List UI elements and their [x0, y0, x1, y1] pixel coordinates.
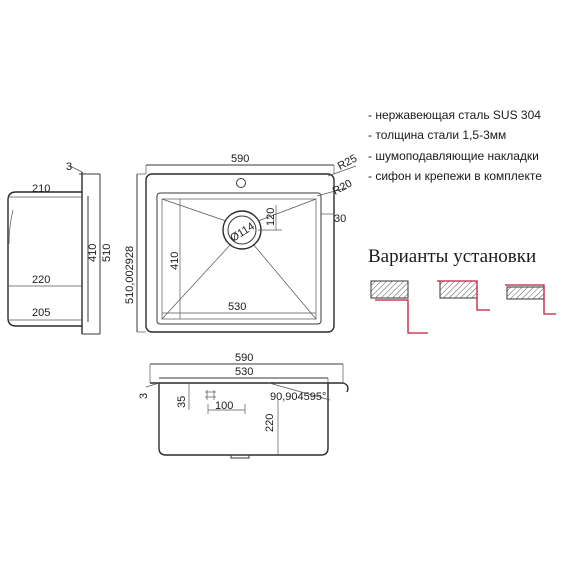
top-dim-510: 510,002928	[124, 246, 136, 304]
side-dim-510: 510	[101, 244, 113, 262]
feature-item: - нержавеющая сталь SUS 304	[368, 108, 541, 122]
feature-item: - шумоподавляющие накладки	[368, 149, 539, 163]
side-view: 3 210 220 205 410 510	[7, 161, 113, 335]
side-bowl-outline	[7, 191, 82, 327]
install-variant-2-sink-profile	[437, 280, 490, 311]
top-diag-tl	[161, 198, 227, 222]
top-dim-30: 30	[334, 213, 346, 225]
install-variant-3	[505, 284, 556, 315]
front-view: 590 530 3 35 100 90,904595° 220	[138, 352, 349, 459]
top-outer-rim	[145, 173, 335, 333]
install-variants-title: Варианты установки	[368, 246, 536, 267]
drain-inner-circle	[227, 215, 257, 245]
top-diag-tr	[257, 198, 317, 222]
front-dim-3: 3	[138, 393, 150, 399]
side-dim-220: 220	[32, 274, 50, 286]
side-dim-3: 3	[66, 161, 72, 173]
top-inner-bowl	[156, 192, 322, 325]
front-dim-530: 530	[235, 366, 253, 378]
feature-item: - толщина стали 1,5-3мм	[368, 128, 506, 142]
side-bowl-curve	[8, 209, 14, 245]
top-dim-590: 590	[231, 153, 249, 165]
countertop-hatch	[370, 280, 409, 299]
top-dim-d114: Ø114	[228, 221, 256, 245]
top-r20-leader	[316, 187, 347, 197]
top-diag-bl	[161, 243, 232, 320]
front-drain-outlet	[230, 454, 250, 459]
countertop-hatch	[439, 280, 478, 299]
top-view: 590 R25 R20 30 120 Ø114 410 530 510,0029…	[124, 153, 359, 333]
front-dim-angle: 90,904595°	[270, 391, 326, 403]
front-dim-220: 220	[264, 414, 276, 432]
top-dim-r25: R25	[336, 153, 359, 173]
side-dim-410: 410	[87, 244, 99, 262]
front-dim-590: 590	[235, 352, 253, 364]
top-diag-br	[252, 243, 317, 320]
front-dim-35: 35	[176, 396, 188, 408]
top-dim-410: 410	[169, 252, 181, 270]
top-dim-530: 530	[228, 301, 246, 313]
install-variant-2	[437, 280, 490, 311]
front-angle-leader	[268, 382, 331, 401]
top-bowl-floor	[161, 198, 317, 320]
top-r25-leader	[327, 165, 357, 177]
feature-item: - сифон и крепежи в комплекте	[368, 169, 542, 183]
front-dim-100: 100	[215, 400, 233, 412]
tap-hole-circle	[236, 178, 246, 188]
front-3-leader	[145, 382, 160, 388]
side-3-leader	[69, 165, 83, 173]
install-variant-1	[370, 280, 428, 334]
side-dim-205: 205	[32, 307, 50, 319]
countertop-hatch	[506, 286, 545, 300]
side-dim-210: 210	[32, 183, 50, 195]
front-rim-lip	[342, 382, 349, 393]
install-variant-1-sink-profile	[375, 299, 428, 334]
install-variant-3-sink-profile	[505, 284, 556, 315]
features-list: - нержавеющая сталь SUS 304 - толщина ст…	[368, 108, 542, 183]
top-dim-120: 120	[265, 208, 277, 226]
